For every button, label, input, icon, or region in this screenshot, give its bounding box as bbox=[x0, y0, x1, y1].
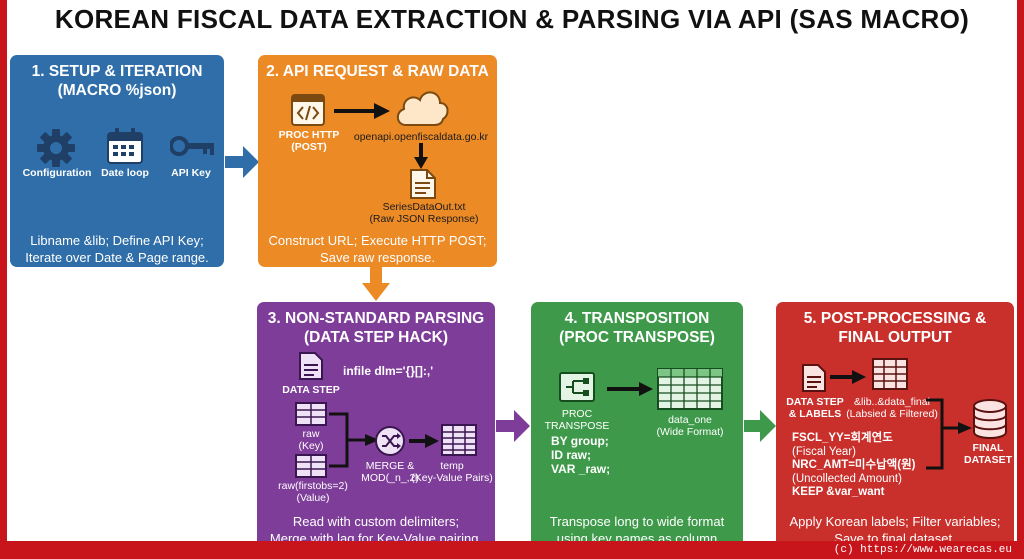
temp-label: temp(Key-Value Pairs) bbox=[411, 460, 493, 484]
database-icon bbox=[973, 399, 1007, 439]
document-icon bbox=[802, 364, 826, 392]
cloud-icon bbox=[396, 91, 449, 126]
text-file-icon bbox=[410, 169, 436, 199]
proc-http-label: PROC HTTP(POST) bbox=[278, 129, 340, 153]
output-bracket-icon bbox=[926, 398, 972, 470]
raw-key-label: raw(Key) bbox=[298, 428, 324, 452]
key-icon bbox=[170, 136, 214, 156]
shuffle-icon bbox=[375, 426, 405, 456]
arrow-1-to-2 bbox=[225, 146, 259, 178]
final-table-icon bbox=[872, 358, 908, 390]
api-host-label: openapi.openfiscaldata.go.kr bbox=[353, 131, 489, 143]
arrow-4-to-5 bbox=[744, 410, 776, 442]
step2-title: 2. API REQUEST & RAW DATA bbox=[266, 63, 489, 80]
merge-mod-label: MERGE &MOD(_n_,2) bbox=[361, 460, 419, 484]
raw-value-table-icon bbox=[295, 454, 327, 478]
infile-delimiter-code: infile dlm='{}[]:,' bbox=[343, 364, 434, 378]
data-one-label: data_one(Wide Format) bbox=[656, 414, 724, 438]
copyright-footer: (c) https://www.wearecas.eu bbox=[833, 544, 1012, 556]
step5-description: Apply Korean labels; Filter variables;Sa… bbox=[789, 514, 1001, 541]
transpose-arrow-icon bbox=[607, 382, 653, 396]
step3-title: 3. NON-STANDARD PARSING(DATA STEP HACK) bbox=[267, 310, 485, 346]
final-table-label: &lib..&data_final(Labsied & Filtered) bbox=[846, 396, 938, 420]
response-arrow-icon bbox=[414, 143, 428, 169]
step1-description: Libname &lib; Define API Key;Iterate ove… bbox=[25, 233, 209, 265]
step2-api-panel: 2. API REQUEST & RAW DATA PROC HTTP(POST… bbox=[258, 55, 497, 267]
merge-arrow-icon bbox=[409, 434, 439, 448]
label-definitions: FSCL_YY=회계연도 (Fiscal Year) NRC_AMT=미수납액(… bbox=[792, 432, 916, 498]
wide-table-icon bbox=[657, 368, 723, 410]
api-key-label: API Key bbox=[171, 167, 211, 179]
step4-title: 4. TRANSPOSITION(PROC TRANSPOSE) bbox=[559, 310, 715, 346]
step5-title: 5. POST-PROCESSING &FINAL OUTPUT bbox=[803, 310, 987, 346]
step3-description: Read with custom delimiters;Merge with l… bbox=[269, 514, 483, 541]
transpose-icon bbox=[559, 372, 595, 402]
data-step-label: DATA STEP bbox=[282, 384, 340, 396]
raw-key-table-icon bbox=[295, 402, 327, 426]
step1-setup-panel: 1. SETUP & ITERATION(MACRO %json) Config… bbox=[10, 55, 224, 267]
step2-description: Construct URL; Execute HTTP POST;Save ra… bbox=[268, 233, 487, 265]
transpose-statements: BY group;ID raw;VAR _raw; bbox=[551, 434, 611, 476]
raw-value-label: raw(firstobs=2)(Value) bbox=[278, 480, 348, 504]
diagram-canvas: KOREAN FISCAL DATA EXTRACTION & PARSING … bbox=[7, 0, 1017, 541]
datastep-labels-label: DATA STEP& LABELS bbox=[786, 396, 844, 420]
step3-parsing-panel: 3. NON-STANDARD PARSING(DATA STEP HACK) … bbox=[257, 302, 495, 541]
document-icon bbox=[299, 352, 323, 380]
arrow-3-to-4 bbox=[496, 410, 530, 442]
step5-output-panel: 5. POST-PROCESSING &FINAL OUTPUT DATA ST… bbox=[776, 302, 1014, 541]
label-arrow-icon bbox=[830, 370, 866, 384]
date-loop-label: Date loop bbox=[101, 167, 149, 179]
configuration-label: Configuration bbox=[22, 167, 92, 179]
request-arrow-icon bbox=[334, 103, 390, 119]
diagram-title: KOREAN FISCAL DATA EXTRACTION & PARSING … bbox=[54, 4, 970, 34]
gear-icon bbox=[37, 129, 75, 167]
temp-table-icon bbox=[441, 424, 477, 456]
merge-bracket-icon bbox=[329, 412, 379, 468]
code-window-icon bbox=[291, 94, 325, 126]
arrow-2-to-3 bbox=[362, 267, 390, 301]
calendar-icon bbox=[107, 128, 143, 164]
raw-file-label: SeriesDataOut.txt(Raw JSON Response) bbox=[369, 201, 479, 225]
step1-title: 1. SETUP & ITERATION(MACRO %json) bbox=[31, 63, 203, 99]
